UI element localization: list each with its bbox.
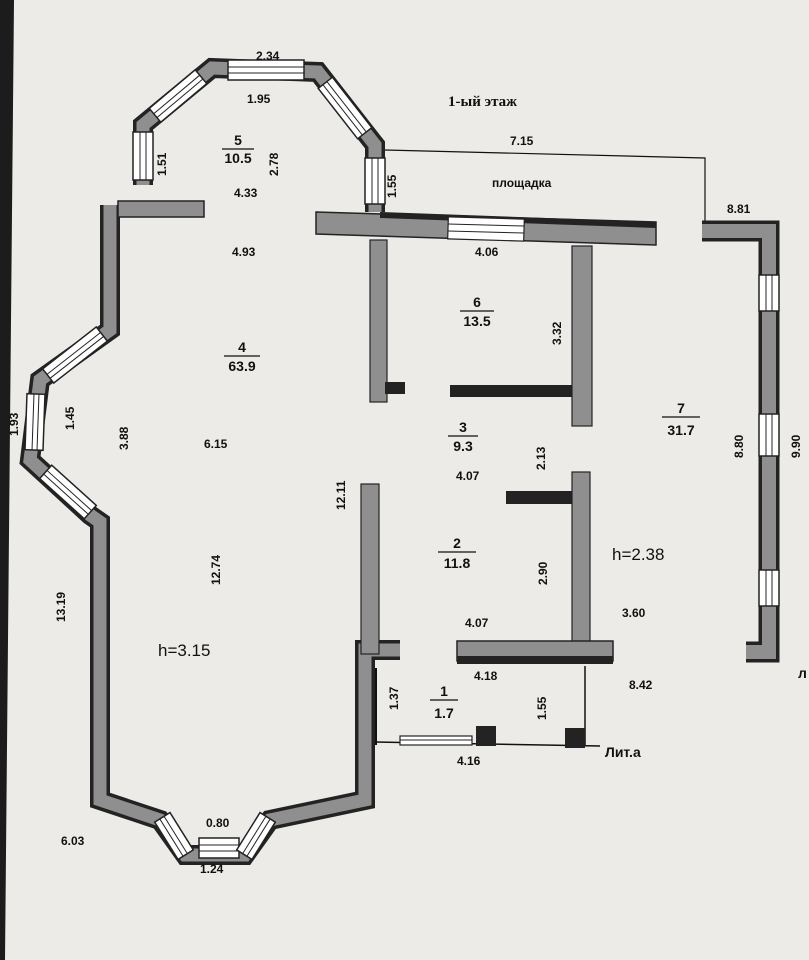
dimension: 3.88 bbox=[117, 426, 131, 450]
dimension: 4.16 bbox=[457, 754, 481, 768]
room-number: 2 bbox=[453, 535, 461, 551]
dimension: 6.15 bbox=[204, 437, 228, 451]
room-label-4: 4 63.9 bbox=[224, 339, 260, 374]
dimension: 8.42 bbox=[629, 678, 653, 692]
room-area: 10.5 bbox=[224, 150, 251, 166]
dimension: 4.07 bbox=[465, 616, 489, 630]
right-wall bbox=[702, 220, 780, 663]
dimension: 1.93 bbox=[7, 412, 21, 436]
room-area: 63.9 bbox=[228, 358, 255, 374]
dimension: 4.93 bbox=[232, 245, 256, 259]
vestibule bbox=[375, 666, 601, 748]
platform-outline bbox=[384, 149, 706, 222]
dimension: 7.15 bbox=[510, 134, 534, 148]
floor-title: 1-ый этаж bbox=[448, 94, 517, 110]
dimension: 4.07 bbox=[456, 469, 480, 483]
room-number: 3 bbox=[459, 419, 467, 435]
dimension: 1.24 bbox=[200, 862, 224, 876]
dimension: 12.11 bbox=[334, 480, 348, 510]
room-number: 6 bbox=[473, 294, 481, 310]
room-area: 13.5 bbox=[463, 313, 490, 329]
room-number: 4 bbox=[238, 339, 246, 355]
paper-edge-shadow bbox=[0, 0, 14, 960]
dimension: 2.78 bbox=[267, 152, 281, 176]
exterior-wall bbox=[19, 205, 400, 865]
lit-label: Лит.а bbox=[605, 744, 641, 760]
dimension: 1.37 bbox=[387, 686, 401, 710]
dimension: 3.32 bbox=[550, 321, 564, 345]
room-number: 1 bbox=[440, 683, 448, 699]
room-5-bay-walls bbox=[132, 57, 386, 212]
dimension: 0.80 bbox=[206, 816, 230, 830]
room-label-2: 2 11.8 bbox=[438, 535, 476, 571]
ceiling-height-main: h=3.15 bbox=[158, 641, 210, 660]
platform-label: площадка bbox=[492, 176, 552, 190]
dimension: 1.45 bbox=[63, 406, 77, 430]
dimension: 2.13 bbox=[534, 446, 548, 470]
dimension: 4.06 bbox=[475, 245, 499, 259]
dimension: 2.34 bbox=[256, 49, 280, 63]
room-area: 31.7 bbox=[667, 422, 694, 438]
dimension: 9.90 bbox=[789, 434, 803, 458]
room-area: 1.7 bbox=[434, 705, 454, 721]
room-area: 9.3 bbox=[453, 438, 473, 454]
dimension: 4.33 bbox=[234, 186, 258, 200]
dimension: 1.51 bbox=[155, 152, 169, 176]
dimension: 6.03 bbox=[61, 834, 85, 848]
left-bay-windows bbox=[24, 325, 109, 520]
ceiling-height-right: h=2.38 bbox=[612, 545, 664, 564]
dimension: 8.81 bbox=[727, 202, 751, 216]
room-number: 7 bbox=[677, 400, 685, 416]
wall-top-horizontal bbox=[315, 211, 657, 246]
dimension: 13.19 bbox=[54, 592, 68, 622]
dimension: 12.74 bbox=[209, 555, 223, 585]
room-label-6: 6 13.5 bbox=[460, 294, 494, 329]
room-label-7: 7 31.7 bbox=[662, 400, 700, 438]
room-label-1: 1 1.7 bbox=[430, 683, 458, 721]
bottom-bay-windows bbox=[153, 811, 277, 861]
room-number: 5 bbox=[234, 132, 242, 148]
dimension: 8.80 bbox=[732, 434, 746, 458]
edge-letter: л bbox=[798, 665, 807, 681]
interior-walls bbox=[360, 239, 614, 664]
dimension: 1.55 bbox=[535, 696, 549, 720]
dimension: 2.90 bbox=[536, 561, 550, 585]
dimension: 1.55 bbox=[385, 174, 399, 198]
dimension: 1.95 bbox=[247, 92, 271, 106]
dimension: 3.60 bbox=[622, 606, 646, 620]
room-label-3: 3 9.3 bbox=[448, 419, 478, 454]
room-area: 11.8 bbox=[444, 555, 471, 571]
wall-stub-top-left bbox=[117, 200, 205, 218]
dimension: 4.18 bbox=[474, 669, 498, 683]
room-label-5: 5 10.5 bbox=[222, 132, 254, 166]
dimension-labels: 2.34 1.95 1.51 2.78 4.33 1.55 4.93 7.15 … bbox=[7, 49, 803, 876]
